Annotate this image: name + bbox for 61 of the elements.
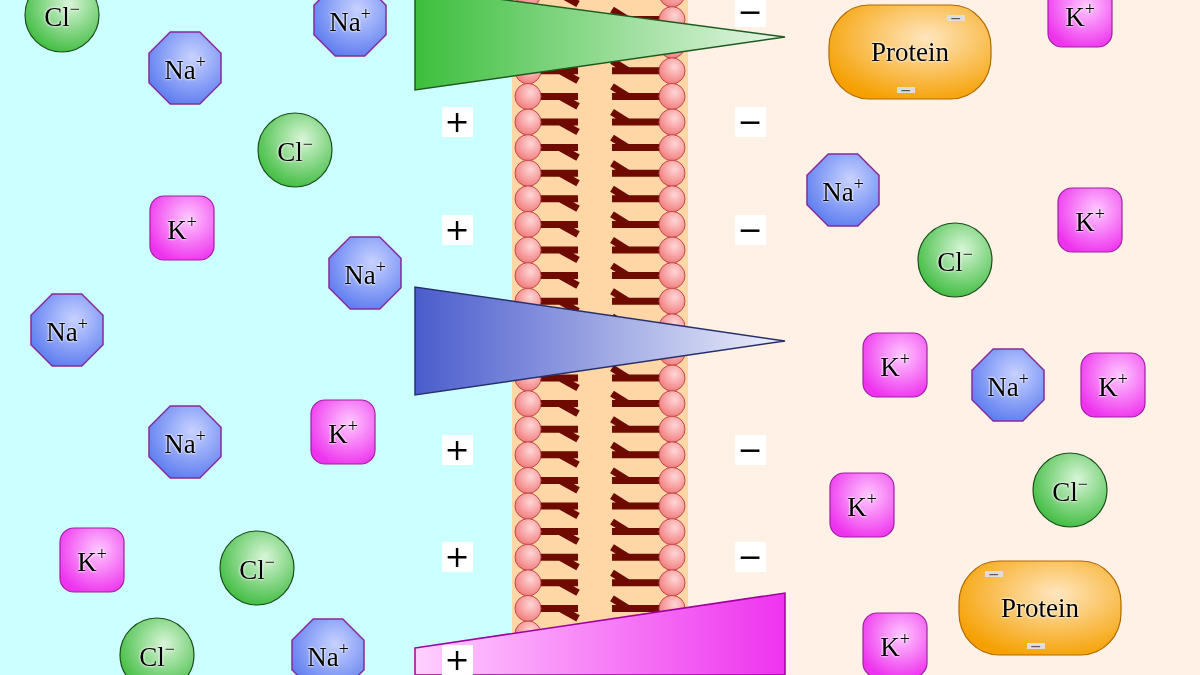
potassium-ion xyxy=(829,472,895,538)
sodium-ion xyxy=(313,0,387,57)
ion-label: K$^{+}$ xyxy=(77,544,107,576)
charge-sign: + xyxy=(441,542,473,572)
ion-label: Na$^{+}$ xyxy=(987,369,1029,401)
sodium-ion xyxy=(806,153,880,227)
sodium-ion xyxy=(971,348,1045,422)
potassium-ion xyxy=(862,612,928,675)
ion-label: Na$^{+}$ xyxy=(344,257,386,289)
sodium-ion xyxy=(148,31,222,105)
charge-sign: + xyxy=(441,435,473,465)
ion-label: K$^{+}$ xyxy=(1065,0,1095,31)
sodium-ion xyxy=(291,618,365,675)
chloride-ion xyxy=(917,222,993,298)
charge-mark: − xyxy=(1027,643,1045,649)
charge-sign: − xyxy=(734,215,766,245)
sodium-ion xyxy=(30,293,104,367)
ion-label: Na$^{+}$ xyxy=(164,52,206,84)
ion-label: Cl$^{−}$ xyxy=(239,552,275,584)
charge-sign: − xyxy=(734,435,766,465)
potassium-ion xyxy=(862,332,928,398)
ion-label: K$^{+}$ xyxy=(880,349,910,381)
ion-label: K$^{+}$ xyxy=(167,212,197,244)
chloride-ion xyxy=(1032,452,1108,528)
ion-label: Cl$^{−}$ xyxy=(277,134,313,166)
charge-sign: + xyxy=(441,215,473,245)
charge-sign: − xyxy=(734,542,766,572)
charge-sign: − xyxy=(734,0,766,27)
charge-mark: − xyxy=(985,571,1003,577)
ion-label: Na$^{+}$ xyxy=(46,314,88,346)
ion-label: Cl$^{−}$ xyxy=(44,0,80,31)
ion-label: K$^{+}$ xyxy=(328,416,358,448)
ion-label: Na$^{+}$ xyxy=(164,426,206,458)
ion-label: K$^{+}$ xyxy=(880,629,910,661)
charge-sign: + xyxy=(441,645,473,675)
potassium-ion xyxy=(59,527,125,593)
chloride-ion xyxy=(219,530,295,606)
charge-sign: + xyxy=(441,107,473,137)
potassium-ion xyxy=(1080,352,1146,418)
ion-label: Cl$^{−}$ xyxy=(1052,474,1088,506)
charge-mark: − xyxy=(897,87,915,93)
chloride-ion xyxy=(257,112,333,188)
ion-label: K$^{+}$ xyxy=(1098,369,1128,401)
ion-label: Protein xyxy=(1001,594,1079,622)
potassium-ion xyxy=(1047,0,1113,48)
sodium-ion xyxy=(328,236,402,310)
ion-label: Na$^{+}$ xyxy=(307,639,349,671)
charge-mark: − xyxy=(947,15,965,21)
ion-label: K$^{+}$ xyxy=(847,489,877,521)
ion-label: K$^{+}$ xyxy=(1075,204,1105,236)
potassium-ion xyxy=(310,399,376,465)
ion-label: Na$^{+}$ xyxy=(329,4,371,36)
ion-label: Cl$^{−}$ xyxy=(139,639,175,671)
potassium-ion xyxy=(1057,187,1123,253)
ion-label: Protein xyxy=(871,38,949,66)
chloride-ion xyxy=(119,617,195,675)
ion-label: Na$^{+}$ xyxy=(822,174,864,206)
ion-label: Cl$^{−}$ xyxy=(937,244,973,276)
charge-sign: − xyxy=(734,107,766,137)
potassium-ion xyxy=(149,195,215,261)
sodium-ion xyxy=(148,405,222,479)
